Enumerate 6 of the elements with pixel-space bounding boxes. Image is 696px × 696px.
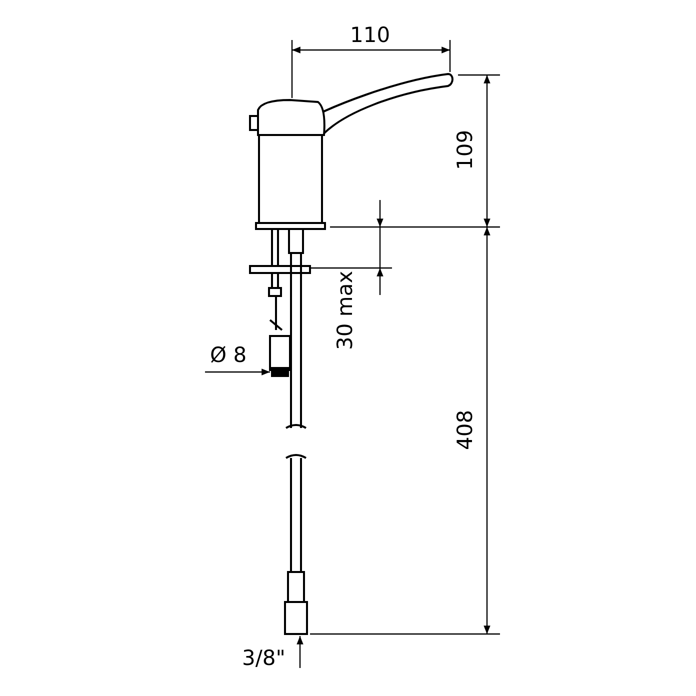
dimension-label: 110 [350, 25, 390, 46]
dimension-label: 30 max [335, 270, 356, 350]
dimension-label: 109 [455, 130, 476, 170]
diameter-label: Ø 8 [210, 345, 247, 366]
thread-size-label: 3/8" [242, 648, 286, 669]
dimension-label: 408 [455, 410, 476, 450]
